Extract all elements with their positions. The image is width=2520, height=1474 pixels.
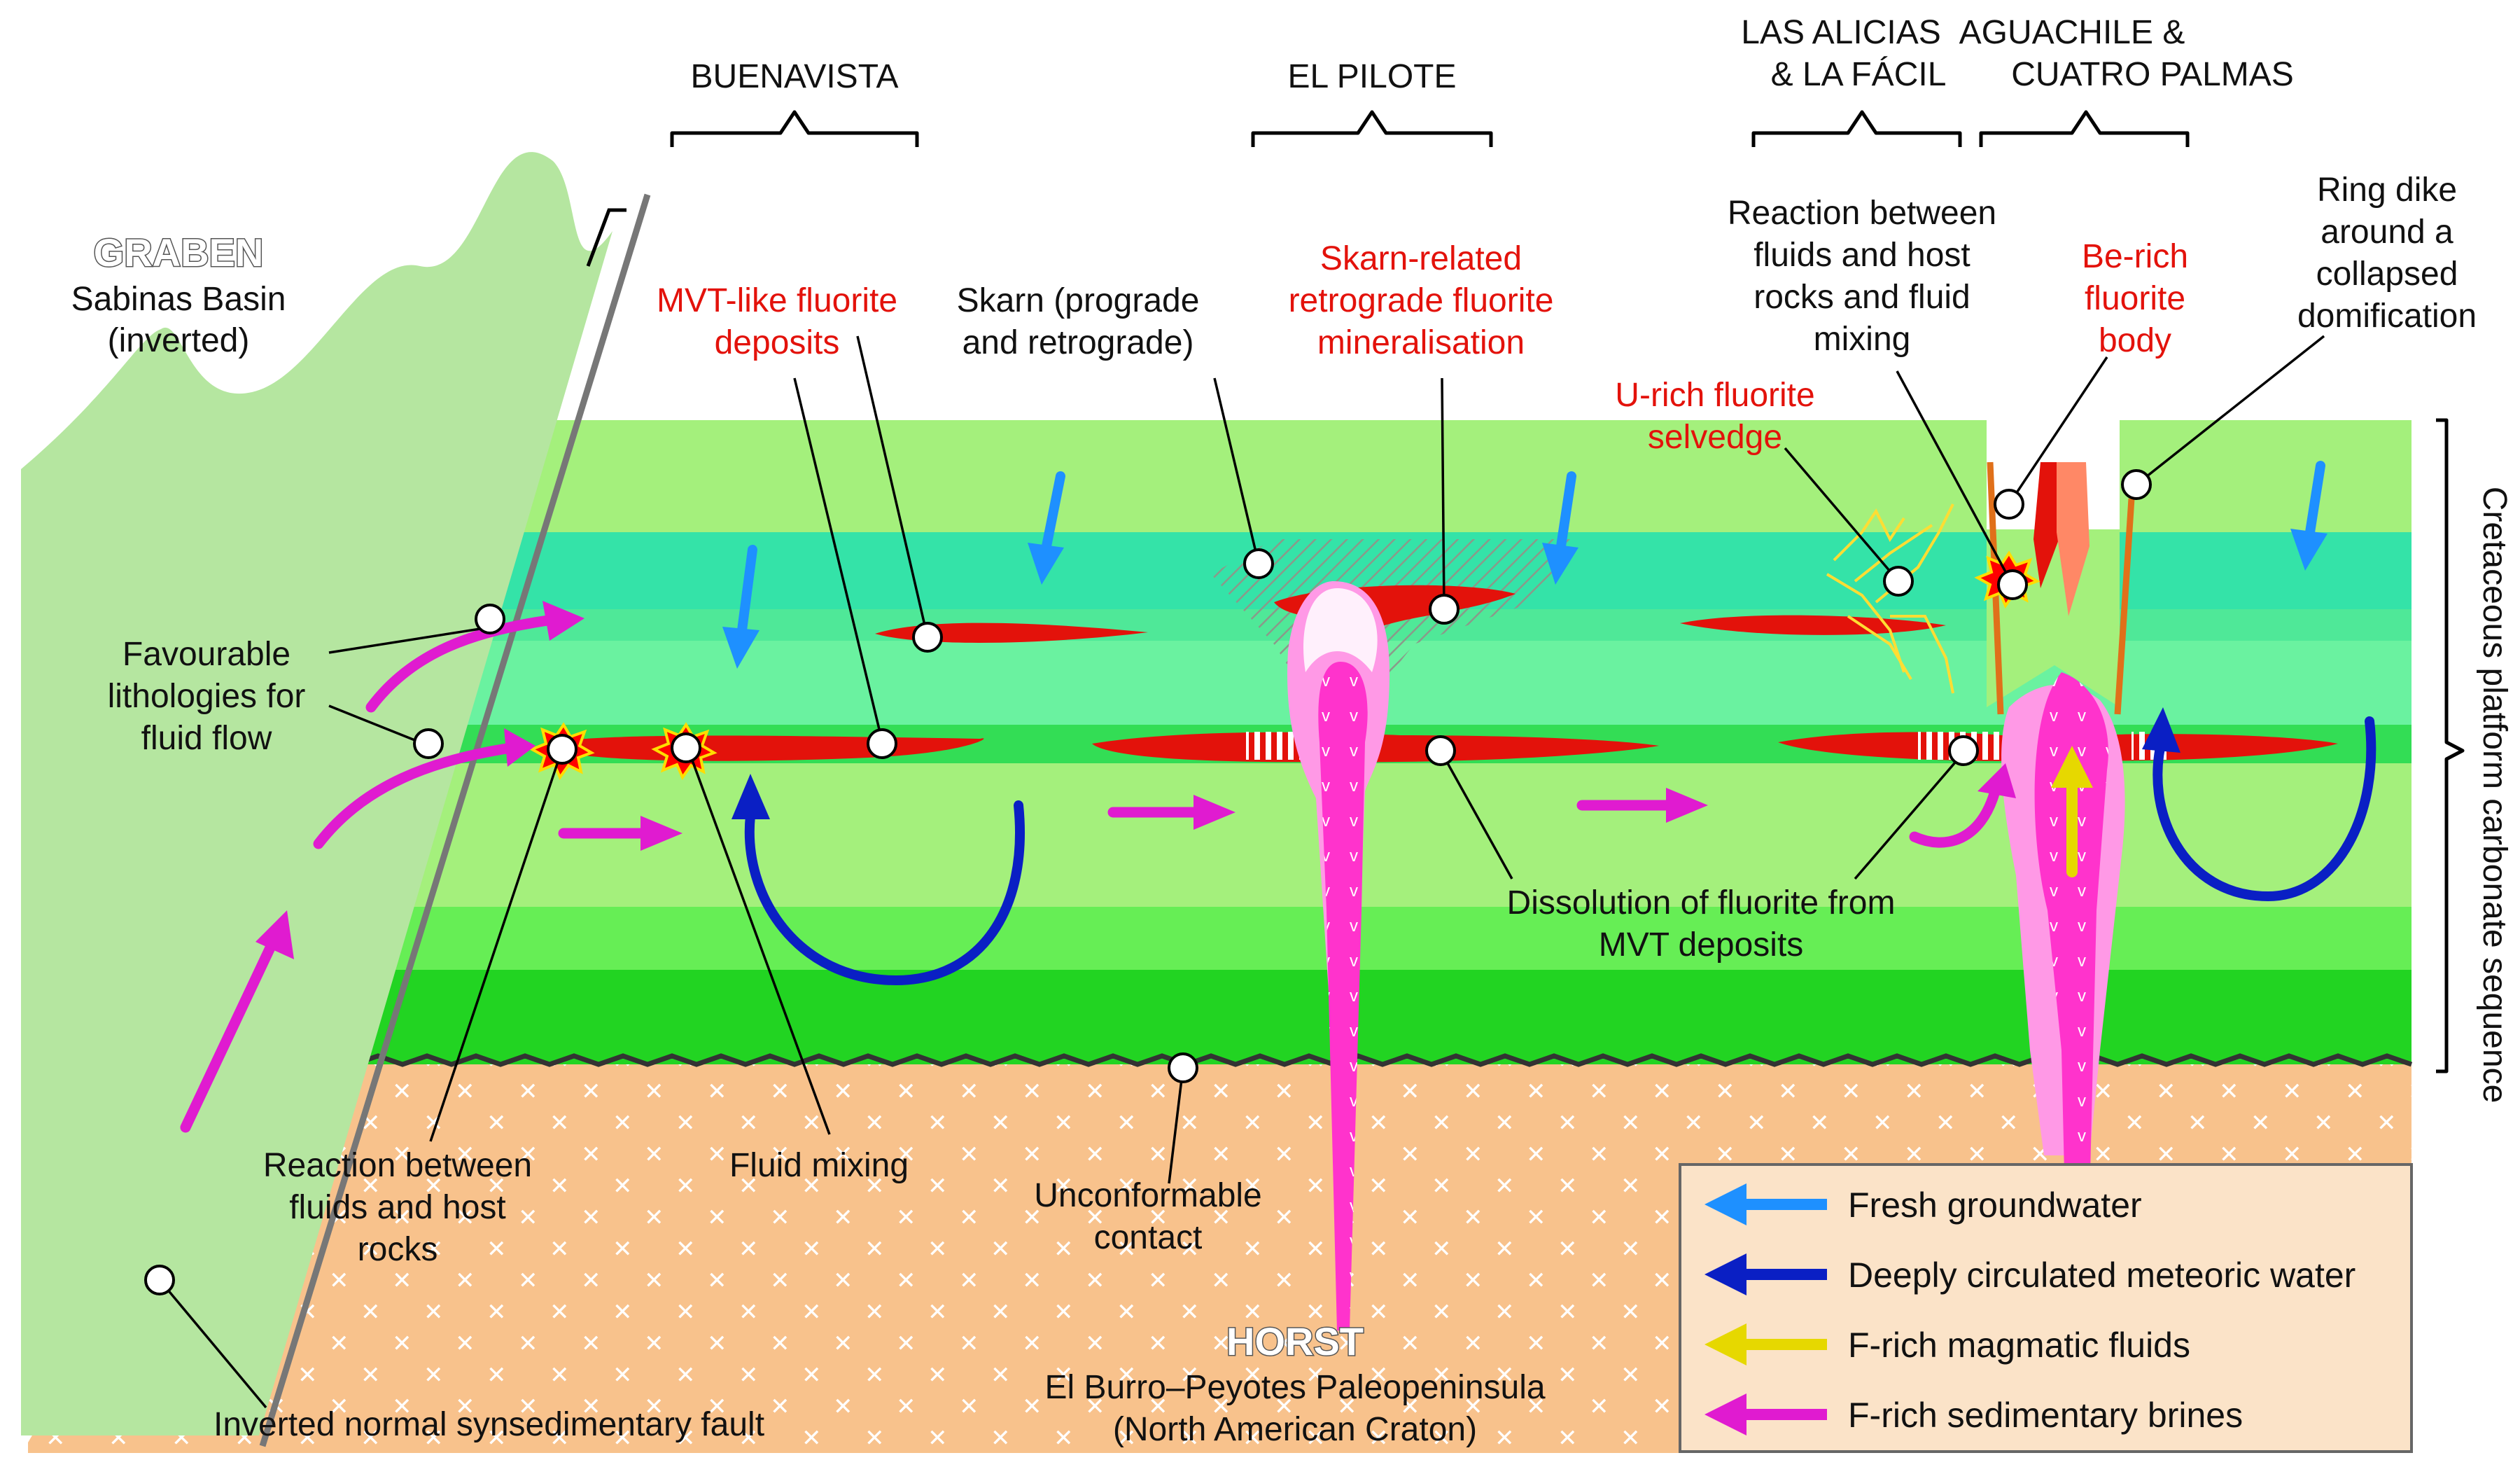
- reaction-label-2: fluids and host: [289, 1189, 506, 1226]
- reaction-mixing-label-3: rocks and fluid: [1754, 279, 1970, 316]
- u-rich-label-2: selvedge: [1648, 419, 1782, 456]
- legend-item: Fresh groundwater: [1704, 1183, 2142, 1225]
- locality-cuatro-palmas: CUATRO PALMAS: [2011, 56, 2294, 93]
- favourable-label-3: fluid flow: [141, 720, 272, 757]
- be-rich-label-2: fluorite: [2085, 280, 2185, 317]
- horst-line-2: (North American Craton): [1113, 1411, 1477, 1448]
- locality-la-facil: & LA FÁCIL: [1771, 56, 1947, 93]
- intrusions: [1287, 461, 2135, 1330]
- legend-item: F-rich magmatic fluids: [1704, 1323, 2190, 1365]
- locality-el-pilote: EL PILOTE: [1288, 58, 1457, 95]
- legend-label-sedimentary-brines: F-rich sedimentary brines: [1848, 1396, 2243, 1435]
- locality-buenavista: BUENAVISTA: [691, 58, 899, 95]
- locality-aguachile: AGUACHILE &: [1959, 14, 2185, 51]
- skarn-label-2: and retrograde): [962, 324, 1194, 361]
- callout-markers: [144, 469, 2152, 1295]
- graben-line-2: (inverted): [108, 322, 250, 359]
- legend-item: Deeply circulated meteoric water: [1704, 1253, 2356, 1295]
- ring-dike-label-1: Ring dike: [2317, 172, 2457, 209]
- ring-dike-label-2: around a: [2320, 214, 2454, 251]
- reaction-label-1: Reaction between: [263, 1147, 532, 1184]
- graben-title: GRABEN: [94, 230, 264, 274]
- skarn-related-label-1: Skarn-related: [1320, 240, 1522, 277]
- unconformable-label-1: Unconformable: [1034, 1177, 1262, 1214]
- reaction-mixing-label-4: mixing: [1814, 321, 1911, 358]
- skarn-related-label-2: retrograde fluorite: [1289, 282, 1554, 319]
- graben-block: [21, 152, 651, 1447]
- reaction-mixing-label-1: Reaction between: [1728, 195, 1996, 232]
- unconformable-label-2: contact: [1094, 1219, 1203, 1256]
- horst-title: HORST: [1226, 1319, 1364, 1363]
- legend-label-magmatic-fluids: F-rich magmatic fluids: [1848, 1326, 2190, 1365]
- reaction-mixing-label-2: fluids and host: [1754, 237, 1970, 274]
- horst-line-1: El Burro–Peyotes Paleopeninsula: [1044, 1369, 1545, 1406]
- dissolution-label-2: MVT deposits: [1599, 926, 1804, 964]
- fluid-arrows: [180, 461, 2376, 1133]
- mvt-label-1: MVT-like fluorite: [657, 282, 897, 319]
- reaction-label-3: rocks: [358, 1231, 438, 1268]
- cretaceous-sequence-label: Cretaceous platform carbonate sequence: [2476, 487, 2513, 1104]
- u-rich-label-1: U-rich fluorite: [1615, 377, 1814, 414]
- skarn-label-1: Skarn (prograde: [957, 282, 1200, 319]
- legend: Fresh groundwater Deeply circulated mete…: [1679, 1163, 2413, 1453]
- skarn-related-label-3: mineralisation: [1317, 324, 1525, 361]
- legend-label-meteoric-water: Deeply circulated meteoric water: [1848, 1256, 2356, 1295]
- legend-item: F-rich sedimentary brines: [1704, 1393, 2243, 1435]
- leader-lines: [158, 335, 2325, 1409]
- fluid-mixing-label: Fluid mixing: [729, 1147, 909, 1184]
- ring-dike-label-3: collapsed: [2316, 256, 2458, 293]
- favourable-label-1: Favourable: [122, 636, 290, 673]
- legend-label-fresh-groundwater: Fresh groundwater: [1848, 1186, 2142, 1225]
- be-rich-label-3: body: [2099, 322, 2171, 359]
- brine-arrowheads: [255, 601, 2016, 959]
- mvt-label-2: deposits: [715, 324, 840, 361]
- locality-las-alicias: LAS ALICIAS: [1741, 14, 1941, 51]
- dissolution-label-1: Dissolution of fluorite from: [1507, 884, 1896, 922]
- brine-arrows: [180, 614, 2001, 1133]
- fault-label: Inverted normal synsedimentary fault: [214, 1406, 764, 1443]
- favourable-label-2: lithologies for: [108, 678, 306, 715]
- ring-dike-label-4: domification: [2297, 298, 2477, 335]
- be-rich-label-1: Be-rich: [2082, 238, 2188, 275]
- locality-braces: [670, 110, 2465, 1073]
- graben-line-1: Sabinas Basin: [71, 281, 286, 318]
